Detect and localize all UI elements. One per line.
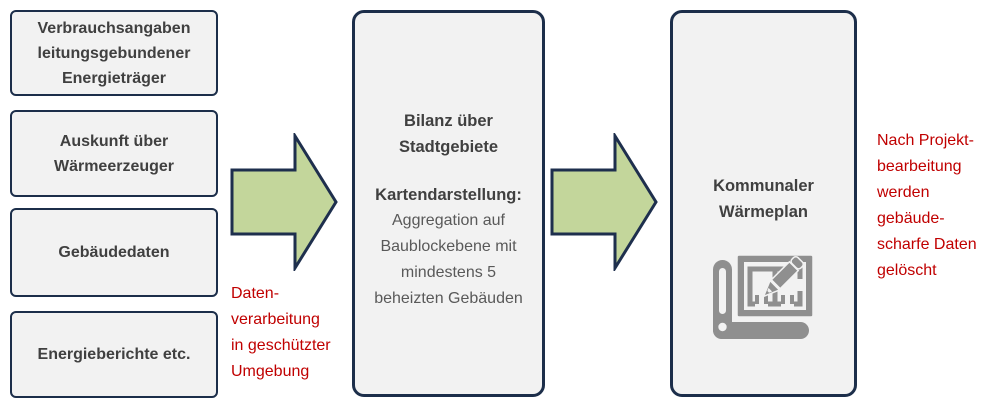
source-box-building-data: Gebäudedaten — [10, 208, 218, 297]
note-line: Nach Projekt- — [877, 132, 974, 149]
blueprint-pencil-icon — [673, 248, 854, 346]
flow-arrow-1 — [229, 130, 339, 276]
note-line: gebäude- — [877, 210, 945, 227]
right-block-arrow-icon — [230, 130, 338, 274]
note-line: bearbeitung — [877, 158, 962, 175]
balance-body-line: beheizten Gebäuden — [374, 290, 523, 307]
result-title-line: Kommunaler — [713, 177, 814, 195]
balance-box-subtitle: Kartendarstellung: — [375, 186, 522, 204]
note-line: werden — [877, 184, 930, 201]
balance-box-body: Aggregation auf Baublockebene mit mindes… — [355, 208, 542, 312]
result-box-title: Kommunaler Wärmeplan — [673, 173, 854, 225]
note-line: scharfe Daten — [877, 236, 977, 253]
note-line: gelöscht — [877, 262, 937, 279]
right-block-arrow-icon — [550, 130, 658, 274]
balance-box-title: Bilanz über Stadtgebiete — [355, 108, 542, 160]
source-box-energy-reports: Energieberichte etc. — [10, 311, 218, 398]
balance-body-line: Baublockebene mit — [380, 238, 517, 255]
source-box-consumption-data: Verbrauchsangaben leitungsgebundener Ene… — [10, 10, 218, 96]
source-box-label: Gebäudedaten — [58, 244, 170, 261]
data-deletion-note: Nach Projekt- bearbeitung werden gebäude… — [877, 128, 977, 284]
source-box-heat-generators: Auskunft über Wärmeerzeuger — [10, 110, 218, 197]
processing-environment-note: Daten- verarbeitung in geschützter Umgeb… — [231, 281, 331, 385]
balance-body-line: mindestens 5 — [400, 264, 497, 281]
source-box-label: Energieberichte etc. — [37, 346, 191, 363]
note-line: in geschützter — [231, 337, 331, 354]
note-line: Umgebung — [231, 363, 310, 380]
balance-title-line: Stadtgebiete — [398, 138, 499, 156]
flow-arrow-2 — [549, 130, 659, 276]
balance-title-line: Bilanz über — [404, 112, 493, 130]
note-line: Daten- — [231, 285, 280, 302]
source-box-label: Auskunft über Wärmeerzeuger — [53, 132, 175, 175]
balance-box: Bilanz über Stadtgebiete Kartendarstellu… — [352, 10, 545, 397]
heat-plan-result-box: Kommunaler Wärmeplan — [670, 10, 857, 397]
note-line: verarbeitung — [231, 311, 320, 328]
source-box-label: Verbrauchsangaben leitungsgebundener Ene… — [37, 19, 191, 87]
balance-body-line: Aggregation auf — [392, 212, 505, 229]
result-title-line: Wärmeplan — [719, 203, 808, 221]
